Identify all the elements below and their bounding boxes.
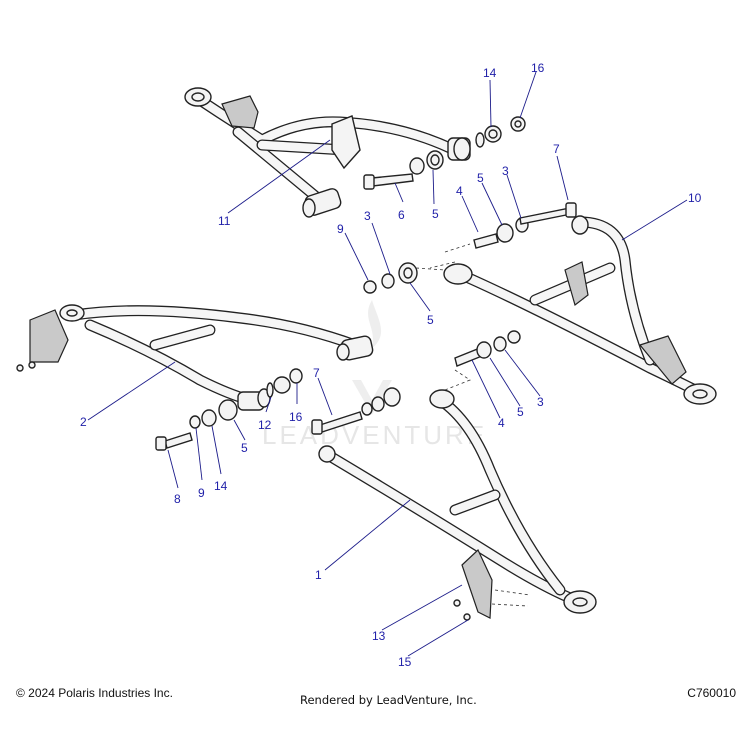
callout-8: 8	[174, 492, 181, 506]
callout-16: 16	[531, 61, 545, 75]
callout-9: 9	[337, 222, 344, 236]
callout-7: 7	[313, 366, 320, 380]
callout-10: 10	[688, 191, 702, 205]
callout-14: 14	[214, 479, 228, 493]
hardware-stack-top-right	[475, 116, 526, 148]
callout-2: 2	[80, 415, 87, 429]
callout-numbers: 14 16 7 3 5 4 10 6 5 11 9 3 5 2 7 4 5 3 …	[80, 61, 702, 669]
callout-3: 3	[364, 209, 371, 223]
callout-7: 7	[553, 142, 560, 156]
callout-5: 5	[477, 171, 484, 185]
hardware-lower-middle	[311, 330, 521, 435]
callout-4: 4	[498, 416, 505, 430]
diagram-code: C760010	[687, 686, 736, 700]
callout-15: 15	[398, 655, 412, 669]
callout-9: 9	[198, 486, 205, 500]
copyright-text: © 2024 Polaris Industries Inc.	[16, 686, 173, 700]
upper-a-arm-part-11	[184, 87, 471, 218]
callout-3: 3	[537, 395, 544, 409]
a-arm-part-1	[318, 389, 597, 621]
hardware-stack-left-middle	[363, 262, 446, 294]
callout-11: 11	[218, 214, 231, 228]
callout-4: 4	[456, 184, 463, 198]
leader-lines	[87, 71, 688, 657]
callout-13: 13	[372, 629, 386, 643]
a-arm-part-2	[16, 304, 374, 411]
callout-16: 16	[289, 410, 303, 424]
hardware-part-10	[429, 202, 577, 269]
watermark-logo	[352, 300, 392, 415]
callout-14: 14	[483, 66, 497, 80]
rendered-by-text: Rendered by LeadVenture, Inc.	[300, 693, 477, 707]
hardware-lower-left	[155, 368, 303, 451]
callout-12: 12	[258, 418, 272, 432]
callout-3: 3	[502, 164, 509, 178]
callout-5: 5	[517, 405, 524, 419]
callout-6: 6	[398, 208, 405, 222]
callout-5: 5	[432, 207, 439, 221]
watermark-text: LEADVENTURE	[262, 420, 487, 450]
callout-1: 1	[315, 568, 322, 582]
upper-a-arm-part-10	[443, 215, 717, 405]
bolt-and-bushings-upper-middle	[363, 150, 444, 190]
callout-5: 5	[427, 313, 434, 327]
callout-5: 5	[241, 441, 248, 455]
